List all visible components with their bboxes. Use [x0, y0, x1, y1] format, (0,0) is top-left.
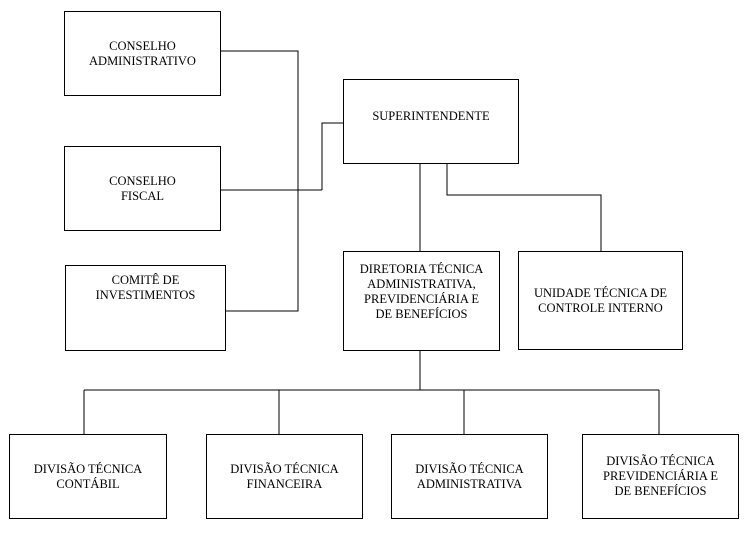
connector-superintendente-unidade	[446, 163, 602, 251]
node-label: CONSELHO FISCAL	[109, 173, 176, 203]
node-conselho-administrativo: CONSELHO ADMINISTRATIVO	[64, 11, 221, 96]
node-label: CONSELHO ADMINISTRATIVO	[89, 38, 196, 68]
connector-to-superintendente	[321, 122, 343, 190]
node-diretoria-tecnica: DIRETORIA TÉCNICA ADMINISTRATIVA, PREVID…	[343, 251, 500, 351]
node-label: DIVISÃO TÉCNICA ADMINISTRATIVA	[415, 461, 524, 491]
node-label: UNIDADE TÉCNICA DE CONTROLE INTERNO	[533, 285, 668, 315]
connector-conselho-administrativo	[220, 50, 299, 312]
node-label: DIVISÃO TÉCNICA FINANCEIRA	[230, 461, 339, 491]
node-comite-investimentos: COMITÊ DE INVESTIMENTOS	[65, 265, 226, 351]
node-divisao-administrativa: DIVISÃO TÉCNICA ADMINISTRATIVA	[391, 434, 548, 519]
node-divisao-financeira: DIVISÃO TÉCNICA FINANCEIRA	[206, 434, 363, 519]
node-divisao-previdenciaria: DIVISÃO TÉCNICA PREVIDENCIÁRIA E DE BENE…	[582, 434, 739, 519]
node-conselho-fiscal: CONSELHO FISCAL	[64, 146, 221, 231]
node-label: DIVISÃO TÉCNICA PREVIDENCIÁRIA E DE BENE…	[603, 454, 718, 498]
node-superintendente: SUPERINTENDENTE	[343, 79, 519, 164]
node-label: DIVISÃO TÉCNICA CONTÁBIL	[33, 461, 143, 491]
node-unidade-controle: UNIDADE TÉCNICA DE CONTROLE INTERNO	[518, 251, 683, 350]
node-label: COMITÊ DE INVESTIMENTOS	[95, 273, 196, 302]
node-label: DIRETORIA TÉCNICA ADMINISTRATIVA, PREVID…	[359, 262, 484, 321]
node-label: SUPERINTENDENTE	[372, 109, 490, 123]
node-divisao-contabil: DIVISÃO TÉCNICA CONTÁBIL	[9, 434, 167, 519]
